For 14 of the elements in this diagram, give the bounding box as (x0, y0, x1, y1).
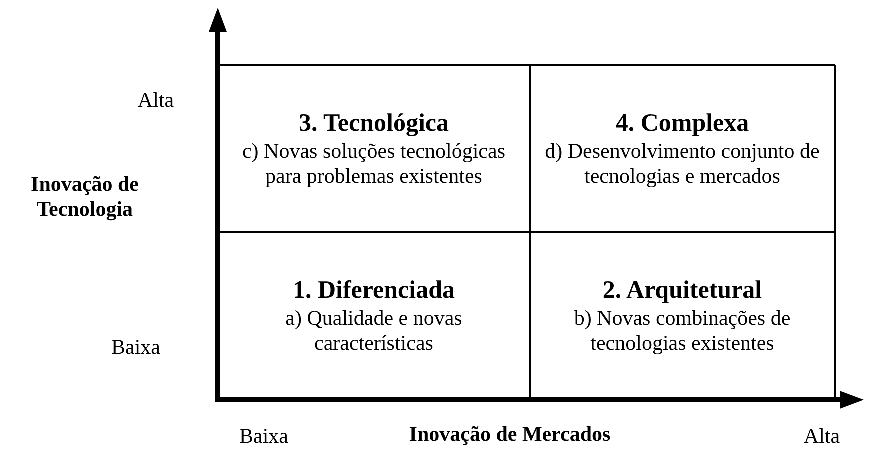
axis-level-label: Baixa (238, 424, 290, 449)
axis-title: Inovação de Mercados (408, 422, 612, 447)
quadrant-description: d) Desenvolvimento conjunto de tecnologias e mercados (544, 138, 821, 188)
axis-level-label: Alta (136, 88, 176, 113)
axis-title: Inovação de Tecnologia (30, 172, 140, 222)
axis-level-label: Baixa (110, 335, 162, 360)
quadrant-title: 4. Complexa (616, 108, 750, 138)
quadrant-description: a) Qualidade e novas características (284, 306, 464, 356)
axis-level-label: Alta (802, 424, 842, 449)
quadrant-title: 3. Tecnológica (298, 108, 449, 138)
quadrant-title: 2. Arquitetural (602, 276, 762, 306)
quadrant-description: b) Novas combinações de tecnologias existentes (573, 306, 792, 356)
quadrant-description: c) Novas soluções tecnológicas para problemas existentes (241, 138, 506, 188)
quadrant-title: 1. Diferenciada (292, 276, 455, 306)
